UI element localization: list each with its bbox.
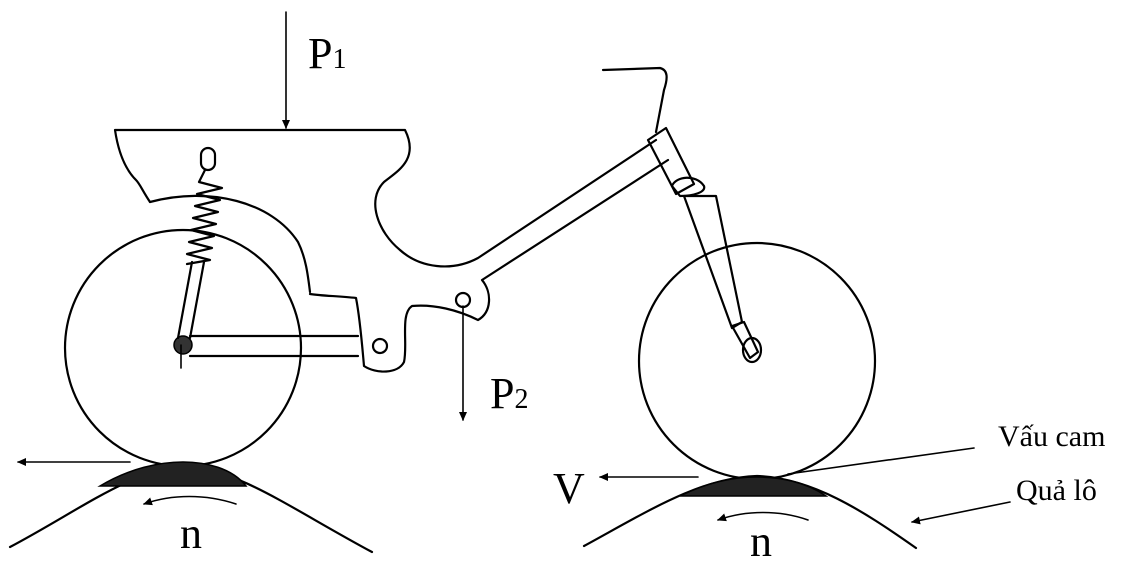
rear-fender xyxy=(148,194,312,294)
front-axle-nut xyxy=(741,336,763,364)
front-rotation-arrow xyxy=(717,511,809,522)
cam-lobe-label: Vấu cam xyxy=(998,420,1105,453)
cam-leader-line xyxy=(787,447,975,475)
rear-rotation-label: n xyxy=(180,509,202,558)
rear-cam-lobe xyxy=(97,461,248,487)
p2-label: P2 xyxy=(490,369,528,418)
handlebar xyxy=(601,66,668,134)
p1-label: P1 xyxy=(308,29,346,78)
frame-body xyxy=(113,128,670,373)
front-fork-lower xyxy=(730,320,760,360)
roller-leader-arrow xyxy=(911,501,1011,525)
p2-center-mass xyxy=(454,291,472,309)
swingarm xyxy=(188,334,360,358)
pivot-bolt xyxy=(371,337,389,355)
rear-axle-hub xyxy=(173,335,193,355)
rear-shock-absorber xyxy=(176,146,224,340)
steering-head xyxy=(646,126,696,196)
velocity-label: V xyxy=(553,464,585,513)
front-roller-drum xyxy=(582,474,918,550)
roller-label: Quả lô xyxy=(1016,474,1097,507)
rear-rotation-arrow xyxy=(143,495,237,506)
front-cam-lobe xyxy=(679,476,829,497)
front-rotation-label: n xyxy=(750,517,772,561)
